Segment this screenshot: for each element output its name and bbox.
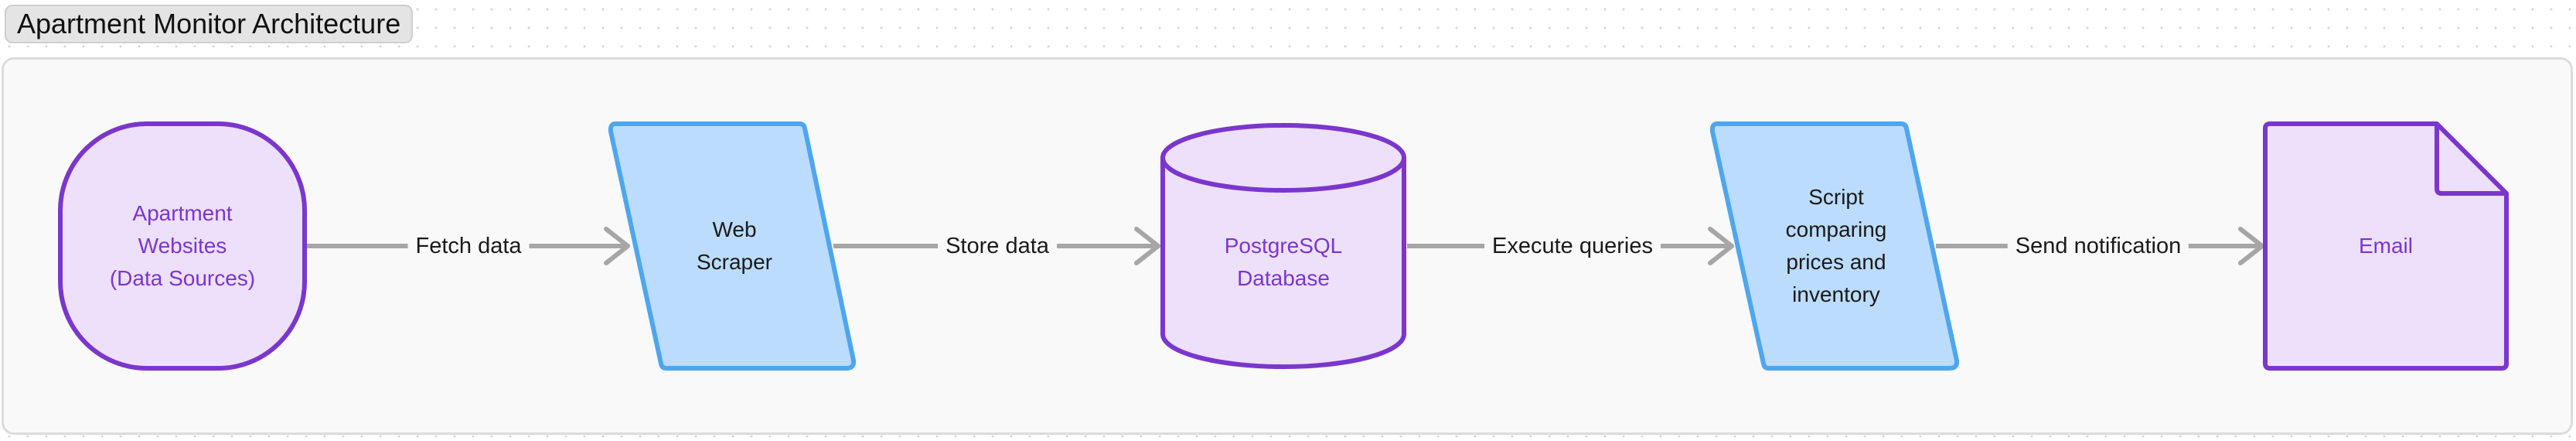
node-script-shape[interactable] bbox=[1709, 121, 1960, 371]
node-script-label: Script comparing prices and inventory bbox=[1785, 185, 1887, 306]
arrowhead bbox=[604, 227, 630, 265]
node-scraper-label: Web Scraper bbox=[696, 217, 773, 274]
diagram-title: Apartment Monitor Architecture bbox=[5, 5, 414, 43]
node-scraper-shape[interactable] bbox=[608, 121, 857, 371]
edge-label-fetch-data: Fetch data bbox=[407, 231, 530, 262]
folded-corner bbox=[2435, 124, 2506, 196]
node-email-label: Email bbox=[2358, 234, 2413, 258]
node-sources-shape[interactable] bbox=[58, 121, 307, 371]
arrowhead bbox=[2238, 227, 2264, 265]
arrowhead bbox=[1708, 227, 1734, 265]
edge-label-execute-queries: Execute queries bbox=[1484, 231, 1661, 262]
node-database-shape[interactable] bbox=[1160, 123, 1406, 369]
node-sources-label: Apartment Websites (Data Sources) bbox=[109, 201, 256, 290]
arrowhead bbox=[1134, 227, 1160, 265]
edge-label-store-data: Store data bbox=[938, 231, 1057, 262]
edge-label-send-notification: Send notification bbox=[2007, 231, 2189, 262]
node-database-label: PostgreSQL Database bbox=[1224, 234, 1343, 290]
node-email-shape[interactable] bbox=[2263, 121, 2509, 371]
